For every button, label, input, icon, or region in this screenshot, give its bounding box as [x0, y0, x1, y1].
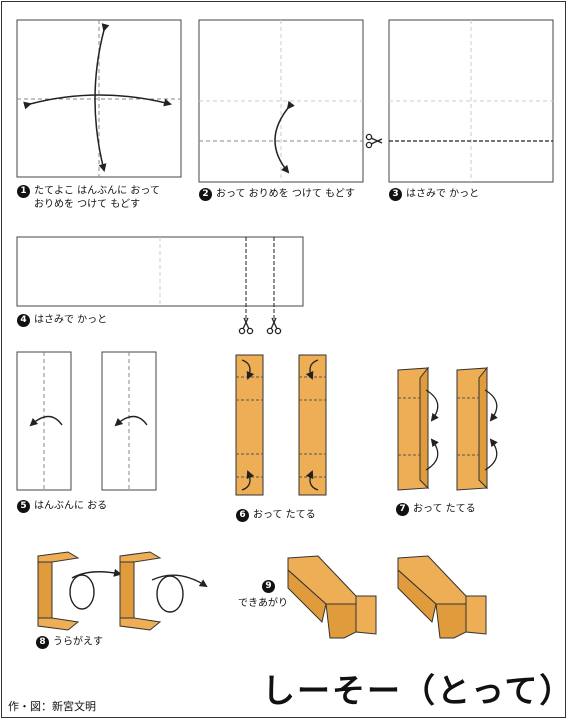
- fold-arrow-icon: [305, 359, 319, 380]
- step-text: おって たてる: [413, 503, 476, 515]
- step-9-number: 9: [262, 580, 279, 594]
- step-4-label: 4 はさみで かっと: [17, 314, 107, 328]
- step-6-label: 6 おって たてる: [236, 509, 316, 523]
- fold-arrow-icon: [94, 23, 110, 172]
- step-7-label: 7 おって たてる: [396, 503, 476, 517]
- step-1-diagram: [16, 19, 182, 178]
- turn-over-arrow-icon: [156, 575, 184, 613]
- folded-flap: [478, 366, 488, 490]
- step-text: はさみで かっと: [406, 188, 480, 200]
- finished-handle-leg: [435, 603, 467, 639]
- step-2-diagram: [198, 19, 364, 183]
- finished-handle-leg: [355, 595, 377, 635]
- fold-arrow-icon: [274, 100, 295, 174]
- folded-strip: [235, 354, 264, 496]
- step-1-label: 1 たてよこ はんぶんに おって おりめを つけて もどす: [17, 185, 160, 211]
- finished-handle-side: [397, 558, 437, 623]
- fold-arrow-icon: [29, 415, 63, 427]
- step-8-label: 8 うらがえす: [36, 636, 103, 650]
- step-text: おって たてる: [253, 509, 316, 521]
- folded-flap: [119, 561, 135, 619]
- step-8-diagram: [37, 551, 208, 631]
- scissors-icon: [365, 133, 383, 149]
- fold-arrow-icon: [425, 389, 439, 422]
- folded-flap: [37, 561, 53, 619]
- page-title: しーそー（とって）: [262, 671, 567, 710]
- step-5-label: 5 はんぶんに おる: [17, 500, 107, 514]
- scissors-icon: [238, 317, 254, 335]
- folded-strip: [298, 354, 327, 496]
- step-4-diagram: [16, 236, 304, 335]
- fold-arrow-icon: [425, 438, 439, 471]
- step-9-label: できあがり: [238, 598, 288, 611]
- step-number-badge: 9: [262, 580, 275, 593]
- step-text: うらがえす: [53, 636, 103, 648]
- folded-flap: [419, 366, 429, 490]
- step-6-diagram: [235, 354, 327, 496]
- finished-handle-leg: [465, 595, 487, 635]
- scissors-icon: [266, 317, 282, 335]
- author-credit: 作・図：新宮文明: [8, 700, 96, 713]
- paper-strip: [101, 351, 157, 491]
- step-7-diagram: [397, 366, 498, 491]
- step-text: はんぶんに おる: [34, 500, 108, 512]
- step-text: おりめを つけて もどす: [34, 198, 141, 210]
- step-number-badge: 8: [36, 636, 49, 649]
- step-text: はさみで かっと: [34, 314, 108, 326]
- fold-arrow-icon: [114, 415, 148, 427]
- step-number-badge: 4: [17, 314, 30, 327]
- step-5-diagram: [16, 351, 157, 491]
- step-3-label: 3 はさみで かっと: [389, 188, 479, 202]
- step-number-badge: 2: [199, 188, 212, 201]
- step-2-label: 2 おって おりめを つけて もどす: [199, 188, 355, 202]
- fold-arrow-icon: [241, 359, 255, 380]
- finished-handle-side: [287, 558, 327, 623]
- step-number-badge: 1: [17, 185, 30, 198]
- fold-arrow-icon: [305, 470, 319, 491]
- step-3-diagram: [365, 19, 554, 183]
- step-number-badge: 5: [17, 500, 30, 513]
- paper-strip: [16, 351, 72, 491]
- fold-arrow-icon: [484, 438, 498, 471]
- step-number-badge: 6: [236, 509, 249, 522]
- step-number-badge: 7: [396, 503, 409, 516]
- step-text: できあがり: [238, 598, 288, 609]
- step-text: たてよこ はんぶんに おって: [34, 185, 160, 197]
- turn-over-arrow-icon: [71, 568, 122, 579]
- fold-arrow-icon: [484, 389, 498, 422]
- turn-over-arrow-icon: [151, 574, 208, 588]
- turn-over-arrow-icon: [69, 574, 95, 610]
- fold-arrow-icon: [241, 470, 255, 491]
- step-9-diagram: [287, 555, 487, 639]
- step-number-badge: 3: [389, 188, 402, 201]
- finished-handle-leg: [325, 603, 357, 639]
- step-text: おって おりめを つけて もどす: [216, 188, 355, 200]
